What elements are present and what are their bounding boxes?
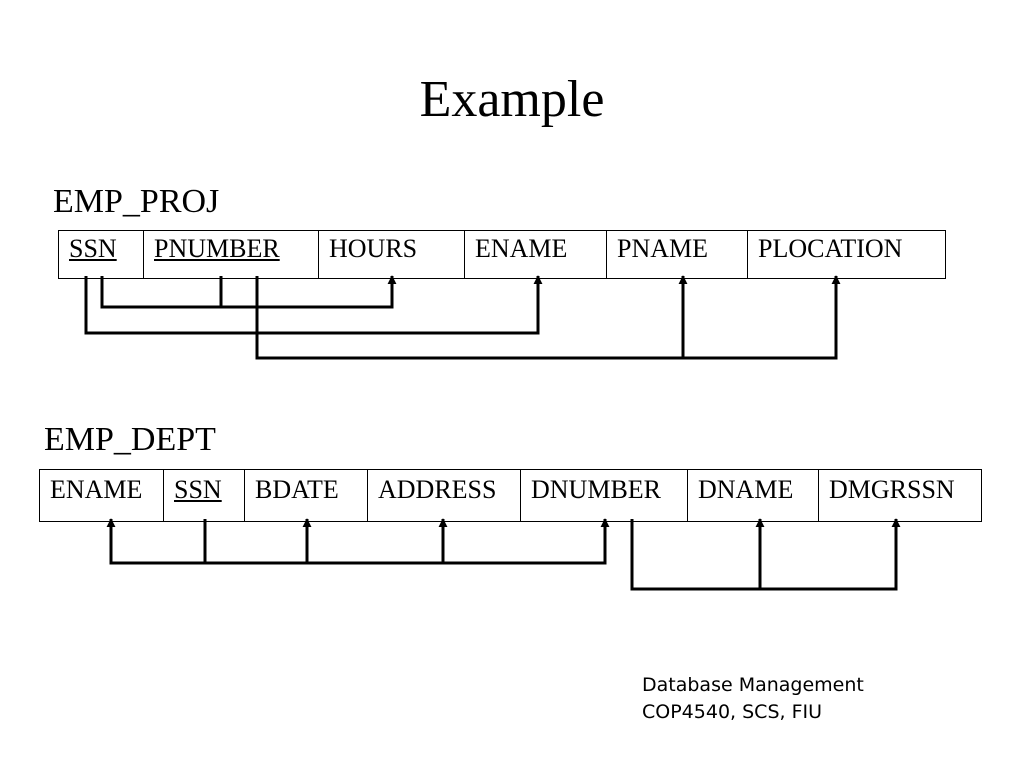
footer-course: Database Management bbox=[642, 674, 864, 696]
emp-proj-table: SSN PNUMBER HOURS ENAME PNAME PLOCATION bbox=[58, 230, 946, 279]
emp-dept-attr-dmgrssn: DMGRSSN bbox=[818, 469, 982, 522]
emp-proj-label: EMP_PROJ bbox=[53, 183, 220, 220]
emp-dept-attr-bdate: BDATE bbox=[244, 469, 368, 522]
fd-dnumber-to-dmgrssn bbox=[630, 518, 901, 591]
emp-proj-attr-pname: PNAME bbox=[606, 230, 748, 279]
fd-ssn-to-ename-dept bbox=[106, 518, 207, 565]
emp-dept-table: ENAME SSN BDATE ADDRESS DNUMBER DNAME DM… bbox=[39, 469, 982, 522]
emp-proj-attr-hours: HOURS bbox=[318, 230, 465, 279]
emp-dept-attr-dnumber: DNUMBER bbox=[520, 469, 688, 522]
fd-ssn-to-dnumber bbox=[205, 518, 610, 565]
emp-dept-attr-address: ADDRESS bbox=[367, 469, 521, 522]
emp-dept-label: EMP_DEPT bbox=[44, 421, 216, 458]
emp-dept-attr-ename: ENAME bbox=[39, 469, 164, 522]
emp-proj-attr-plocation: PLOCATION bbox=[747, 230, 946, 279]
fd-pnumber-to-plocation bbox=[255, 275, 841, 360]
emp-dept-attr-dname: DNAME bbox=[687, 469, 819, 522]
footer: Database Management COP4540, SCS, FIU bbox=[642, 672, 864, 726]
emp-proj-row: SSN PNUMBER HOURS ENAME PNAME PLOCATION bbox=[58, 230, 946, 279]
slide-title: Example bbox=[419, 71, 605, 128]
footer-institution: COP4540, SCS, FIU bbox=[642, 701, 823, 723]
fd-ssn-pnumber-to-hours bbox=[100, 275, 397, 309]
emp-dept-row: ENAME SSN BDATE ADDRESS DNUMBER DNAME DM… bbox=[39, 469, 982, 522]
fd-ssn-to-ename bbox=[84, 275, 543, 335]
emp-proj-attr-ssn: SSN bbox=[58, 230, 144, 279]
